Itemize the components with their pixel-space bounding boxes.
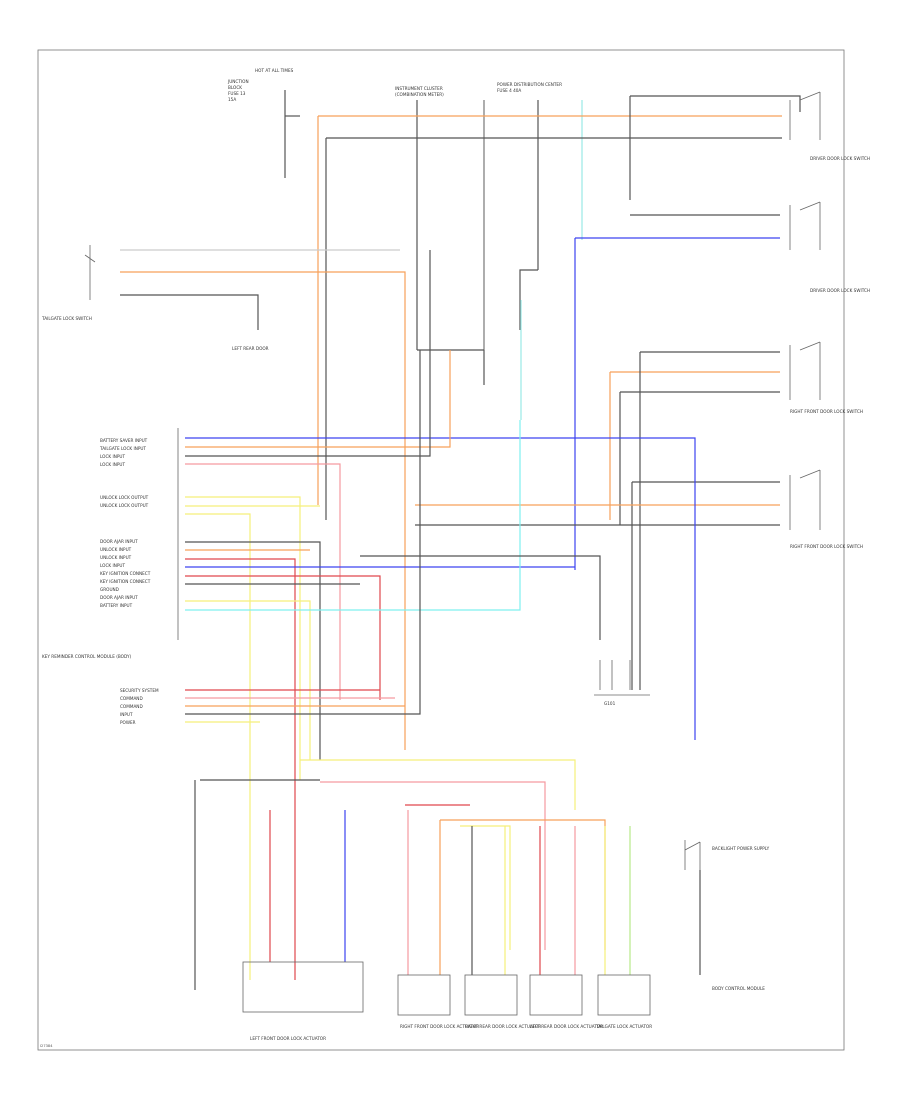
left-front-actuator-box	[242, 961, 364, 1013]
top-feeds	[284, 90, 583, 420]
tailgate-switch	[84, 245, 406, 750]
right-switch-label-1: DRIVER DOOR LOCK SWITCH	[810, 156, 870, 161]
module-input: UNLOCK INPUT	[100, 555, 132, 560]
top-label-instrument-cluster: INSTRUMENT CLUSTER	[395, 86, 443, 91]
module-input: TAILGATE LOCK INPUT	[99, 446, 146, 451]
figure-code: I27384	[40, 1044, 53, 1048]
module-input: UNLOCK LOCK OUTPUT	[100, 503, 149, 508]
top-small-text: (COMBINATION METER)	[395, 92, 444, 97]
module-input: BATTERY SAVER INPUT	[100, 438, 148, 443]
top-small-text: JUNCTION	[227, 79, 249, 84]
lower-input: POWER	[120, 720, 136, 725]
module-input: DOOR AJAR INPUT	[100, 595, 138, 600]
lower-input: INPUT	[120, 712, 133, 717]
module-input: BATTERY INPUT	[100, 603, 133, 608]
module-input: KEY IGNITION CONNECT	[100, 579, 151, 584]
bottom-main-actuator-label: LEFT FRONT DOOR LOCK ACTUATOR	[250, 1036, 326, 1041]
module-input: UNLOCK LOCK OUTPUT	[100, 495, 149, 500]
module-input: LOCK INPUT	[100, 462, 125, 467]
top-label-pdc: POWER DISTRIBUTION CENTER	[497, 82, 562, 87]
right-switch-label-4: RIGHT FRONT DOOR LOCK SWITCH	[790, 544, 863, 549]
top-horizontal-wires	[317, 95, 801, 690]
top-small-text: FUSE 4 40A	[497, 88, 521, 93]
control-module: KEY REMINDER CONTROL MODULE (BODY)	[42, 428, 179, 659]
lower-input: COMMAND	[120, 696, 143, 701]
diagram-frame	[37, 49, 845, 1051]
bottom-component-label-4: TAILGATE LOCK ACTUATOR	[595, 1024, 652, 1029]
right-rear-actuator-box	[464, 974, 518, 1016]
right-front-actuator-box	[397, 974, 451, 1016]
top-small-text: 15A	[228, 97, 236, 102]
bottom-component-label-3: LEFT REAR DOOR LOCK ACTUATOR	[530, 1024, 603, 1029]
module-input: GROUND	[100, 587, 119, 592]
lower-inputs: SECURITY SYSTEM COMMAND COMMAND INPUT PO…	[120, 688, 159, 725]
module-wires	[185, 250, 696, 980]
bottom-component-label-2: RIGHT REAR DOOR LOCK ACTUATOR	[465, 1024, 541, 1029]
top-fuse-area: HOT AT ALL TIMES INSTRUMENT CLUSTER POWE…	[227, 68, 562, 102]
top-small-text: FUSE 13	[228, 91, 246, 96]
ground-label: G101	[604, 701, 616, 706]
top-small-text: BLOCK	[228, 85, 242, 90]
bottom-actuator-wires	[269, 810, 631, 975]
bottom-component-label-1: RIGHT FRONT DOOR LOCK ACTUATOR	[400, 1024, 479, 1029]
module-input: LOCK INPUT	[100, 563, 125, 568]
left-rear-actuator-box	[529, 974, 583, 1016]
right-switch-label-3: RIGHT FRONT DOOR LOCK SWITCH	[790, 409, 863, 414]
left-label-tailgate-switch: TAILGATE LOCK SWITCH	[41, 316, 92, 321]
module-label: KEY REMINDER CONTROL MODULE (BODY)	[42, 654, 131, 659]
module-input-labels: BATTERY SAVER INPUT TAILGATE LOCK INPUT …	[99, 438, 151, 608]
right-bottom-label-backlight: BACKLIGHT POWER SUPPLY	[712, 846, 770, 851]
module-input: KEY IGNITION CONNECT	[100, 571, 151, 576]
module-input: LOCK INPUT	[100, 454, 125, 459]
right-switch-label-2: DRIVER DOOR LOCK SWITCH	[810, 288, 870, 293]
module-input: DOOR AJAR INPUT	[100, 539, 138, 544]
backlight-switch	[684, 840, 701, 975]
lower-wires	[185, 350, 606, 990]
module-input: UNLOCK INPUT	[100, 547, 132, 552]
lower-input: COMMAND	[120, 704, 143, 709]
left-label-left-rear-door: LEFT REAR DOOR	[232, 346, 269, 351]
right-switches	[789, 91, 821, 530]
top-label-hot-at-all-times: HOT AT ALL TIMES	[255, 68, 294, 73]
bottom-actuators	[242, 961, 651, 1016]
right-bottom-label-bcm: BODY CONTROL MODULE	[712, 986, 765, 991]
lower-input: SECURITY SYSTEM	[120, 688, 159, 693]
tailgate-actuator-box	[597, 974, 651, 1016]
ground-symbol	[594, 660, 650, 696]
